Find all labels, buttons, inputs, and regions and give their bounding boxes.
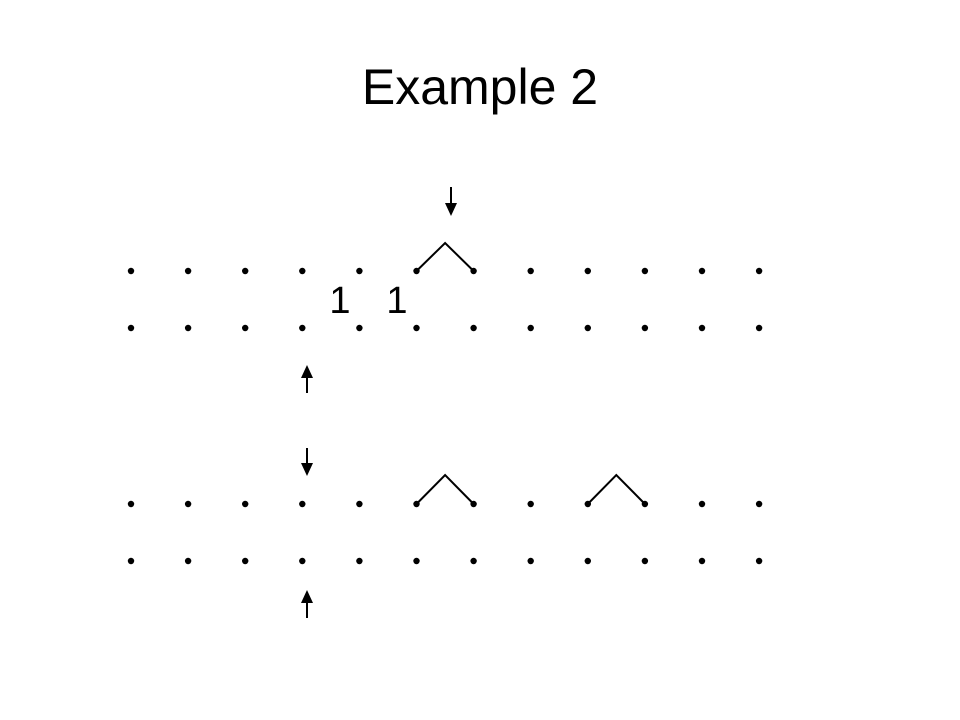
grid-dot [470, 557, 477, 565]
peak-line [587, 473, 646, 505]
arrow-up-icon [301, 590, 313, 618]
grid-dot [527, 267, 534, 275]
label-1-left: 1 [329, 280, 350, 322]
grid-dot [184, 324, 192, 332]
grid-dot [184, 267, 192, 275]
grid-dot [755, 500, 763, 508]
peak-line [415, 241, 475, 272]
grid-dot [755, 267, 763, 275]
label-1-right: 1 [386, 280, 407, 322]
grid-dot [184, 500, 192, 508]
grid-dot [698, 267, 706, 275]
grid-dot [584, 324, 591, 332]
grid-dot [527, 324, 534, 332]
grid-dot [755, 557, 763, 565]
grid-dot [356, 324, 363, 332]
grid-dot [698, 557, 706, 565]
grid-dot [698, 500, 706, 508]
grid-dot [413, 324, 420, 332]
grid-dot [184, 557, 192, 565]
grid-dot [413, 557, 420, 565]
grid-dot [127, 500, 135, 508]
grid-dot [242, 500, 249, 508]
grid-dot [470, 324, 477, 332]
arrow-down-icon [445, 187, 457, 216]
grid-dot [127, 557, 135, 565]
arrow-up-icon [301, 365, 313, 393]
grid-dot [356, 267, 363, 275]
grid-dot [299, 324, 306, 332]
grid-dot [584, 557, 591, 565]
grid-dot [299, 500, 306, 508]
peak-line [415, 473, 475, 505]
grid-dot [584, 267, 591, 275]
grid-dot [299, 557, 306, 565]
grid-dot [127, 324, 135, 332]
grid-dot [641, 557, 649, 565]
slide-title: Example 2 [361, 59, 599, 115]
grid-dot [641, 324, 649, 332]
dot-grid [127, 267, 763, 565]
grid-dot [299, 267, 306, 275]
grid-dot [755, 324, 763, 332]
grid-dot [242, 267, 249, 275]
grid-dot [641, 267, 649, 275]
peak-lines [415, 241, 646, 505]
grid-dot [127, 267, 135, 275]
grid-dot [527, 557, 534, 565]
grid-dot [698, 324, 706, 332]
grid-dot [527, 500, 534, 508]
grid-dot [356, 500, 363, 508]
arrow-down-icon [301, 448, 313, 476]
grid-dot [242, 324, 249, 332]
grid-dot [242, 557, 249, 565]
grid-dot [356, 557, 363, 565]
